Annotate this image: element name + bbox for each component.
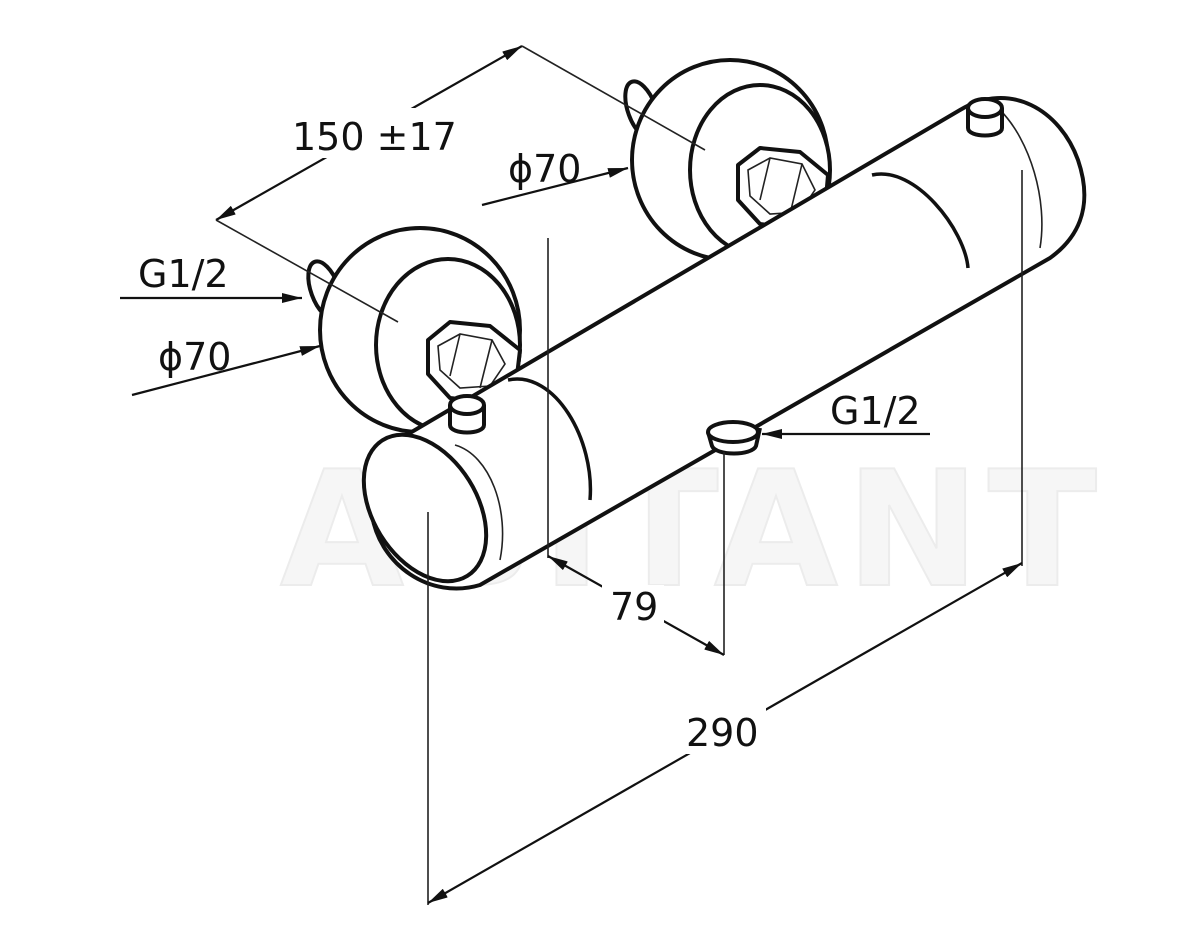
thread-right-label: G1/2	[830, 389, 921, 433]
dimension-length: 290	[427, 170, 1023, 905]
dimension-diameter-top: ϕ70	[481, 147, 629, 207]
length-label: 290	[686, 711, 759, 755]
dimension-thread-left: G1/2	[120, 252, 302, 303]
diameter-left-arrow	[131, 344, 321, 397]
diameter-left-label: ϕ70	[158, 335, 231, 379]
dimension-diameter-left: ϕ70	[131, 335, 321, 397]
dimension-spacing: 150 ±17	[215, 45, 706, 323]
diameter-top-label: ϕ70	[508, 147, 581, 191]
lower-rosette	[306, 226, 522, 434]
offset-label: 79	[610, 585, 658, 629]
diameter-top-arrow	[481, 166, 629, 207]
thread-left-label: G1/2	[138, 252, 229, 296]
spacing-label: 150 ±17	[292, 115, 457, 159]
dimension-thread-right: G1/2	[762, 389, 930, 439]
